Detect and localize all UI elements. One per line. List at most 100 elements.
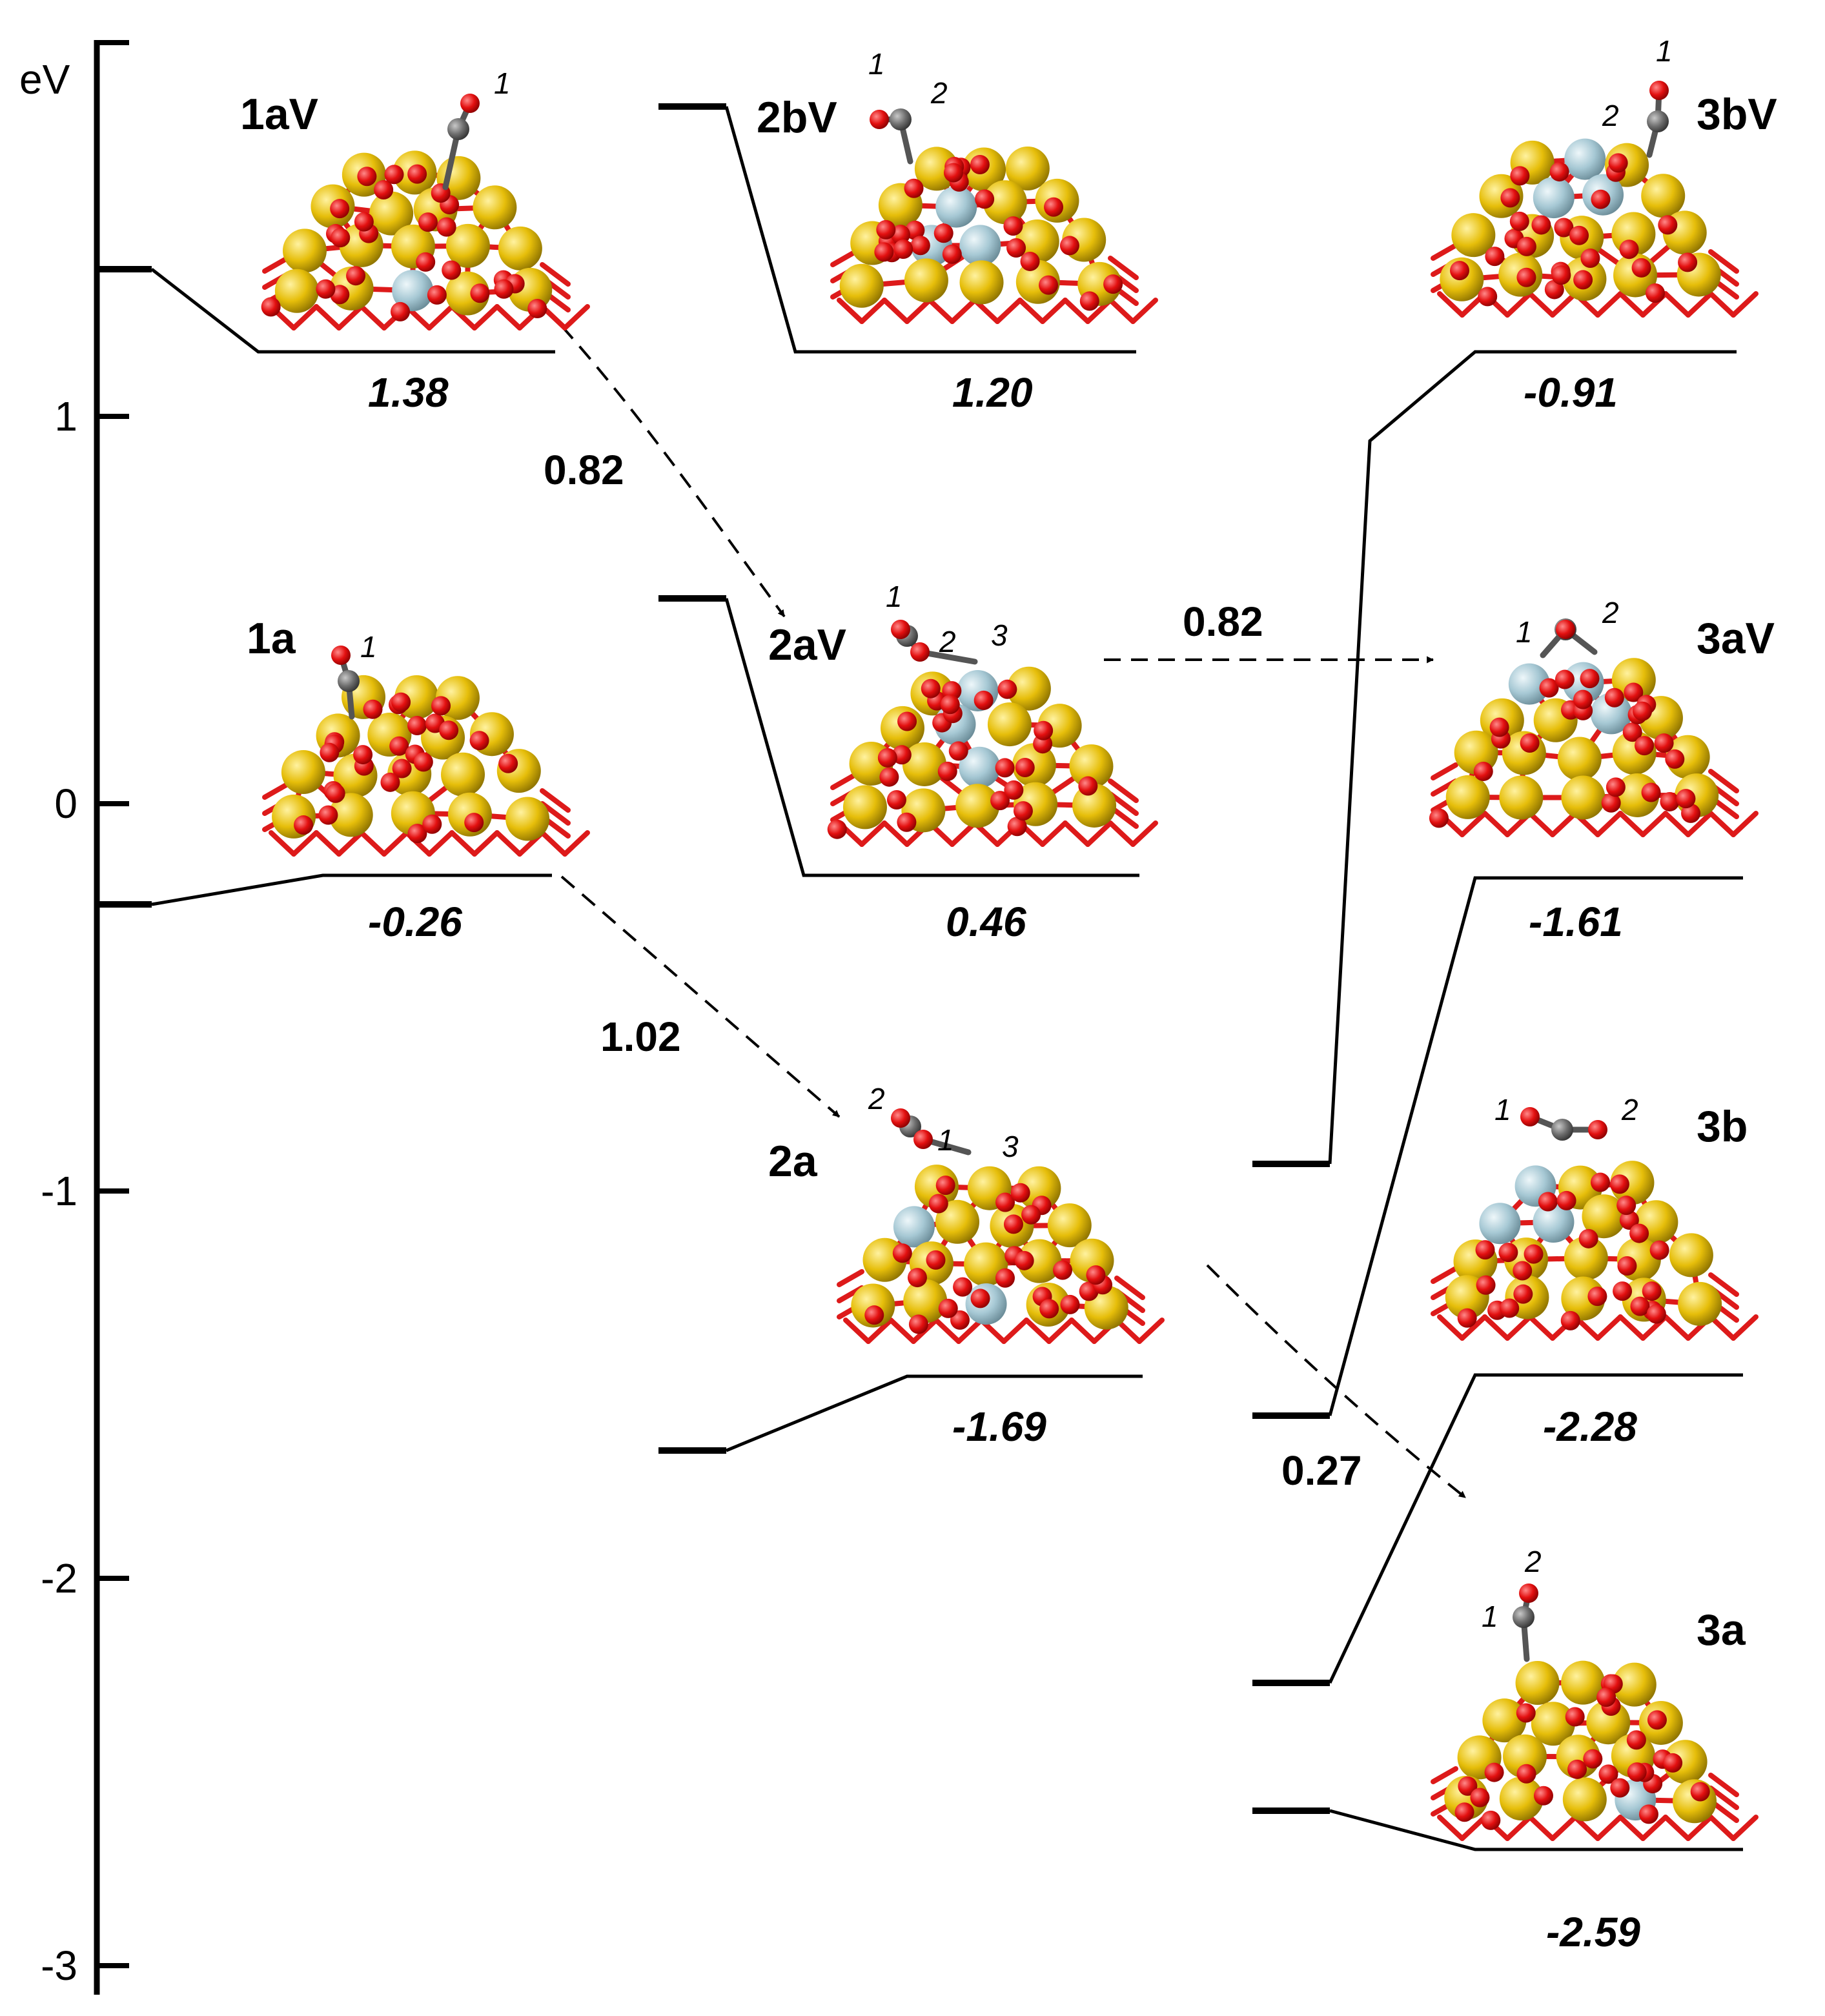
cerium-atom [1499,775,1544,820]
bond [1618,291,1646,318]
bond [1731,291,1759,318]
oxygen-atom [1580,669,1600,689]
bond [1708,1786,1739,1810]
arrow-1aV-2aV [560,325,786,618]
oxygen-atom [995,1268,1015,1288]
cerium-atom [1612,1662,1657,1707]
tick-label: -2 [41,1555,77,1602]
oxygen-atom [1613,1281,1633,1301]
connector-1aV [150,268,555,354]
bond [1550,811,1578,837]
oxygen-atom [921,678,941,698]
bond [1640,1815,1668,1841]
bond [1686,1815,1713,1841]
oxygen-atom [938,1298,958,1318]
oxygen-atom [1485,247,1505,267]
bond [1437,1815,1465,1841]
bond [336,830,364,857]
oxygen-atom [940,695,960,715]
oxygen-atom [470,283,490,303]
cerium-atom [1047,1203,1092,1248]
bond [1040,298,1068,324]
cerium-atom [1005,147,1050,191]
transition-arrows [560,325,1467,1499]
cluster-model [827,620,1158,847]
bond [336,304,364,331]
oxygen-atom [1555,669,1575,689]
molecular-models [261,81,1759,1841]
oxygen-atom [1007,817,1027,837]
oxygen-atom [1663,1753,1683,1773]
cluster-model [1429,618,1759,837]
cerium-atom [1561,775,1606,820]
oxygen-atom [416,252,436,272]
bond [472,304,500,331]
barrier-labels: 0.82 0.82 1.02 0.27 [544,447,1362,1494]
oxygen-atom [1676,789,1696,809]
atom-label: 1 [360,630,377,664]
atom-label: 2 [868,1082,885,1115]
cerium-atom [903,1279,948,1323]
oxygen-atom [1004,780,1024,800]
bond [1663,291,1691,318]
oxygen-atom [354,212,374,232]
bond [1431,1766,1458,1784]
bond [1573,1815,1600,1841]
bond [449,830,477,857]
cluster-model [837,1108,1165,1344]
bond [1460,1314,1487,1341]
dopant-atom [392,270,434,312]
cerium-atom [1611,658,1656,702]
bond [1431,1266,1458,1284]
cluster-model [1431,1107,1759,1341]
oxygen-atom [990,791,1010,811]
bond [1040,820,1068,847]
oxygen-atom [384,165,404,185]
cerium-atom [955,784,1000,828]
oxygen-atom [1014,1250,1034,1270]
atom-label: 2 [1524,1545,1542,1578]
oxygen-atom [1524,1244,1544,1264]
oxygen-atom [1638,1804,1658,1824]
oxygen-atom [891,1108,910,1128]
bond [1550,291,1578,318]
oxygen-atom [1484,1762,1504,1782]
connector-3bV [1328,350,1737,1165]
bond [1505,291,1533,318]
cerium-atom [1069,744,1114,789]
bond [1618,1815,1646,1841]
oxygen-atom [1654,733,1674,753]
bond [1024,1318,1052,1344]
oxygen-atom [1531,215,1551,235]
label-1aV: 1aV [240,90,318,139]
oxygen-atom [431,696,451,716]
oxygen-atom [995,758,1015,778]
oxygen-atom [1616,1196,1636,1216]
atom-label: 2 [930,76,948,110]
oxygen-atom [331,228,351,248]
connector-3aV [1328,876,1743,1416]
dopant-atom [959,225,1001,267]
oxygen-atom [1587,1287,1607,1307]
bond [1527,811,1555,837]
oxygen-atom [870,110,889,129]
oxygen-atom [1660,791,1680,811]
oxygen-atom [1649,81,1669,100]
bond [427,830,454,857]
oxygen-atom [418,212,438,232]
oxygen-atom [1624,682,1644,702]
cerium-atom [1678,1281,1722,1326]
oxygen-atom [1573,689,1593,709]
oxygen-atom [1510,166,1530,186]
cerium-atom [1017,1239,1062,1283]
oxygen-atom [331,646,351,665]
energy-axis: eV 10-1-2-3 [19,40,129,1995]
atom-label: 1 [937,1123,954,1157]
barrier-2aV-3aV: 0.82 [1183,598,1263,645]
bond [1686,811,1713,837]
bond [1063,820,1090,847]
bond [837,298,864,324]
oxygen-atom [1626,1730,1646,1750]
bond [1437,1314,1465,1341]
